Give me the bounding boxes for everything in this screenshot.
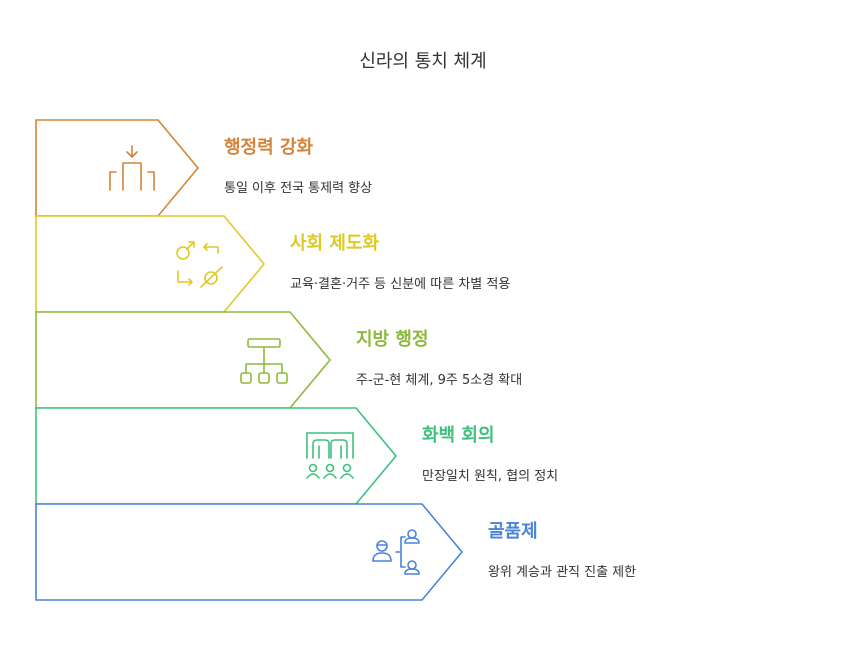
diagram-title: 신라의 통치 체계 (359, 51, 487, 72)
hierarchy-icon (240, 338, 288, 384)
item-5-text: 골품제 왕위 계승과 관직 진출 제한 (488, 517, 636, 580)
item-1-desc: 통일 이후 전국 통제력 향상 (224, 181, 373, 196)
item-5-desc: 왕위 계승과 관직 진출 제한 (488, 565, 637, 580)
step-4-shape (35, 407, 398, 505)
item-4-desc: 만장일치 원칙, 협의 정치 (422, 469, 559, 484)
step-3 (35, 311, 332, 409)
step-5 (35, 503, 464, 601)
step-5-shape (35, 503, 464, 601)
building-arrow-icon (109, 145, 155, 191)
item-3-desc: 주-군-현 체계, 9주 5소경 확대 (356, 373, 523, 388)
step-3-shape (35, 311, 332, 409)
item-5-title: 골품제 (488, 521, 538, 542)
step-1-shape (35, 119, 200, 217)
item-1-text: 행정력 강화 통일 이후 전국 통제력 향상 (224, 133, 372, 196)
gender-symbols-icon (176, 241, 223, 288)
step-2-shape (35, 215, 266, 313)
item-4-text: 화백 회의 만장일치 원칙, 협의 정치 (422, 421, 558, 484)
item-2-title: 사회 제도화 (290, 233, 380, 254)
item-4-title: 화백 회의 (422, 425, 495, 446)
item-1-title: 행정력 강화 (224, 137, 314, 158)
step-2 (35, 215, 266, 313)
assembly-icon (306, 432, 354, 479)
step-4 (35, 407, 398, 505)
caste-people-icon (372, 529, 420, 575)
item-2-text: 사회 제도화 교육·결혼·거주 등 신분에 따른 차별 적용 (290, 229, 510, 292)
step-1 (35, 119, 200, 217)
item-3-title: 지방 행정 (356, 329, 429, 350)
item-3-text: 지방 행정 주-군-현 체계, 9주 5소경 확대 (356, 325, 522, 388)
item-2-desc: 교육·결혼·거주 등 신분에 따른 차별 적용 (290, 277, 511, 292)
